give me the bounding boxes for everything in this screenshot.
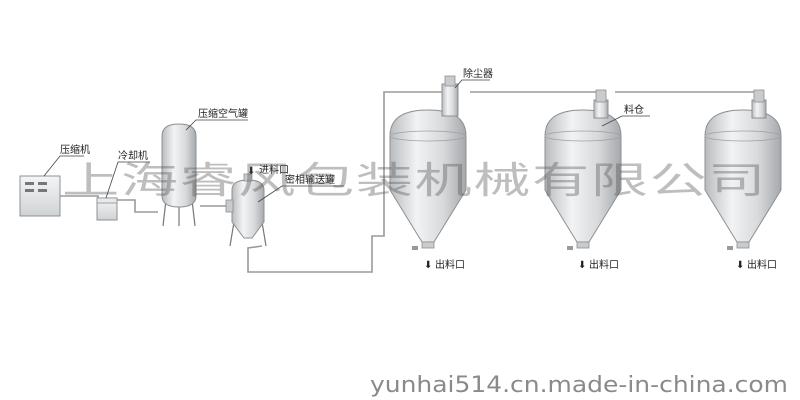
leader-dust-collector — [454, 79, 490, 89]
leader-cooler — [105, 161, 150, 199]
cooler — [96, 197, 118, 221]
leader-compressor — [43, 155, 84, 177]
silo-3 — [704, 89, 782, 250]
label-outlet-2: 出料口 — [589, 258, 619, 271]
label-feed-inlet: 进料口 — [259, 163, 289, 176]
pipe-silo2-silo3 — [615, 91, 761, 102]
compressor — [19, 175, 61, 217]
leader-air-tank — [185, 119, 248, 131]
pipe-silo1-silo2 — [470, 91, 601, 102]
leader-dense-conveyor — [257, 185, 344, 203]
label-dust-collector: 除尘器 — [463, 67, 493, 80]
label-compressor: 压缩机 — [60, 143, 90, 156]
silo-2 — [544, 89, 622, 250]
leader-silo — [601, 115, 650, 127]
dense-phase-conveyor — [225, 173, 267, 247]
pipe-conveyor-silo1 — [247, 91, 448, 273]
label-outlet-3: 出料口 — [747, 258, 777, 271]
label-outlet-1: 出料口 — [435, 258, 465, 271]
watermark-company: 上海睿风包装机械有限公司 — [62, 159, 767, 202]
dust-collector — [441, 75, 459, 117]
compressed-air-tank — [161, 123, 197, 227]
feed-inlet-arrow-icon: ⬇ — [247, 166, 255, 177]
silo-1 — [389, 109, 467, 250]
pipe-cooler-tank — [117, 199, 158, 213]
label-dense-phase-conveyor: 密相输送罐 — [285, 173, 335, 186]
watermark-site: yunhai514.cn.made-in-china.com — [370, 373, 788, 398]
label-silo: 料仓 — [624, 103, 644, 116]
outlet-arrow-icon-3: ⬇ — [736, 260, 744, 271]
leader-lines — [43, 79, 650, 203]
label-cooler: 冷却机 — [118, 149, 148, 162]
outlet-arrow-icon-2: ⬇ — [578, 260, 586, 271]
label-compressed-air-tank: 压缩空气罐 — [198, 107, 248, 120]
outlet-arrow-icon-1: ⬇ — [424, 260, 432, 271]
